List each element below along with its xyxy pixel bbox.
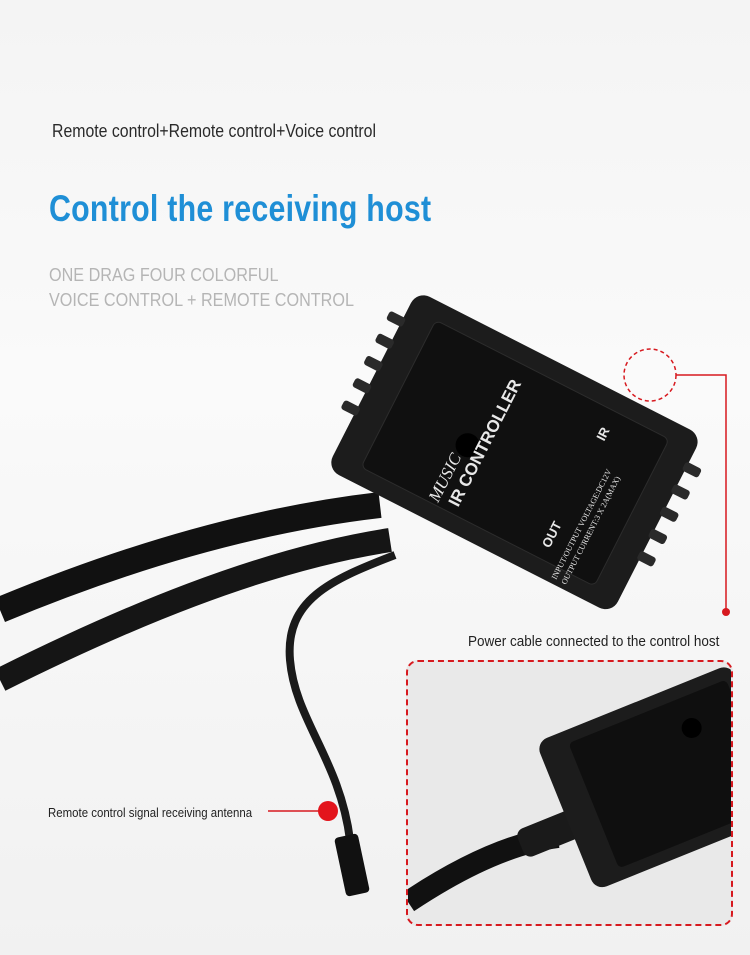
tagline-1: ONE DRAG FOUR COLORFUL (49, 265, 279, 285)
power-cable-caption: Power cable connected to the control hos… (468, 633, 720, 650)
callout-line (676, 374, 727, 612)
cable-second (0, 528, 392, 691)
antenna-plug (334, 833, 370, 897)
antenna-caption: Remote control signal receiving antenna (48, 805, 253, 820)
antenna-wire (285, 551, 397, 841)
page-title: Control the receiving host (49, 188, 432, 229)
controller-device: IR CONTROLLER MUSIC OUT IR INPUT/OUTPUT … (331, 295, 702, 610)
subtitle: Remote control+Remote control+Voice cont… (52, 121, 377, 141)
inset-photo (406, 660, 733, 926)
cable-main (0, 492, 382, 623)
tagline-2: VOICE CONTROL + REMOTE CONTROL (49, 290, 354, 310)
callout-dot (722, 608, 730, 616)
antenna-callout-dot (318, 801, 338, 821)
callout-circle (623, 348, 677, 402)
